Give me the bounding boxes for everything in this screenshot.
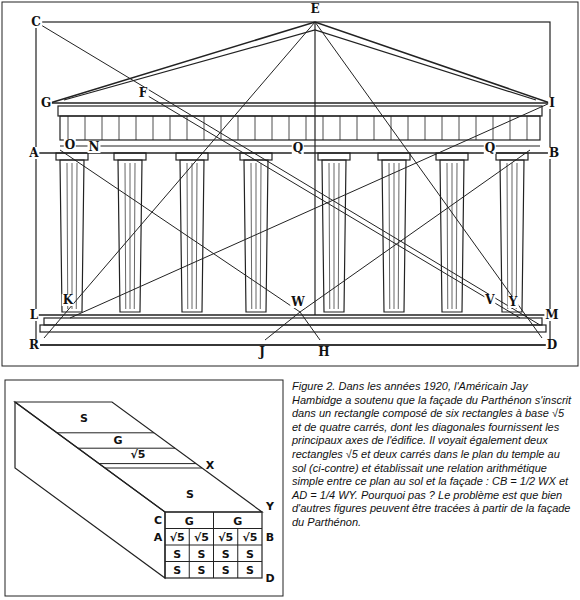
diagonals: [36, 22, 550, 340]
plan-letter: √5: [242, 532, 257, 543]
point-letter: F: [138, 87, 149, 99]
point-letter: N: [88, 141, 101, 153]
pediment: [50, 22, 550, 103]
plan-letter: G: [233, 515, 242, 526]
point-letter: A: [28, 147, 39, 159]
point-letter: I: [548, 97, 556, 109]
plan-letter: S: [80, 413, 88, 424]
plan-letter: S: [197, 565, 205, 576]
point-letter: J: [258, 346, 266, 358]
plan-letter: S: [246, 548, 254, 559]
plan-letter: S: [246, 565, 254, 576]
plan-divisions: [57, 433, 262, 578]
plan-letter: S: [186, 489, 194, 500]
plan-letter: Y: [266, 501, 274, 512]
point-letter: Q: [484, 142, 496, 154]
point-letter: R: [28, 339, 40, 351]
point-letter: E: [309, 3, 320, 15]
plan-letter: B: [266, 532, 274, 543]
plan-letter: A: [154, 532, 163, 543]
pediment-inner: [64, 30, 536, 100]
plan-letter: S: [222, 565, 230, 576]
step: [40, 325, 546, 332]
point-letter: C: [30, 16, 42, 28]
plan-letter: S: [222, 548, 230, 559]
point-letter: K: [62, 294, 74, 306]
point-letter: M: [544, 309, 559, 321]
plan-letter: D: [265, 573, 274, 584]
columns: [56, 153, 528, 312]
point-letter: W: [290, 296, 305, 308]
point-letter: D: [546, 339, 558, 351]
plan-letter: √5: [170, 532, 185, 543]
figure-caption: Figure 2. Dans les années 1920, l'Améric…: [292, 380, 572, 530]
cornice: [48, 102, 552, 104]
point-letter: V: [484, 294, 495, 306]
plan-letter: √5: [194, 532, 209, 543]
frame: [2, 2, 578, 366]
triglyphs: [68, 116, 527, 140]
plan-end-face: [165, 512, 262, 578]
plan-letter: G: [113, 435, 122, 446]
plan-side-face: [15, 402, 165, 578]
line-rd: [36, 344, 550, 346]
plan-letter: G: [185, 515, 194, 526]
frieze: [60, 116, 540, 140]
point-letter: G: [40, 97, 52, 109]
cornice-band: [58, 106, 542, 116]
plan-letter: S: [173, 565, 181, 576]
plan-frame: [5, 380, 283, 596]
point-letter: H: [317, 346, 330, 358]
step: [44, 318, 542, 325]
point-letter: Y: [508, 296, 519, 308]
point-letter: Q: [292, 142, 304, 154]
point-letter: L: [29, 309, 39, 321]
plan-letter: √5: [218, 532, 233, 543]
plan-letter: S: [197, 548, 205, 559]
plan-letter: X: [206, 460, 214, 471]
plan-letter: C: [154, 515, 162, 526]
plan-letter: √5: [131, 449, 146, 460]
line-lm: [36, 314, 550, 316]
axis: [314, 22, 315, 315]
outer-rectangle: [36, 22, 550, 345]
point-letter: B: [548, 147, 560, 159]
point-letter: O: [64, 139, 76, 151]
plan-letter: S: [173, 548, 181, 559]
